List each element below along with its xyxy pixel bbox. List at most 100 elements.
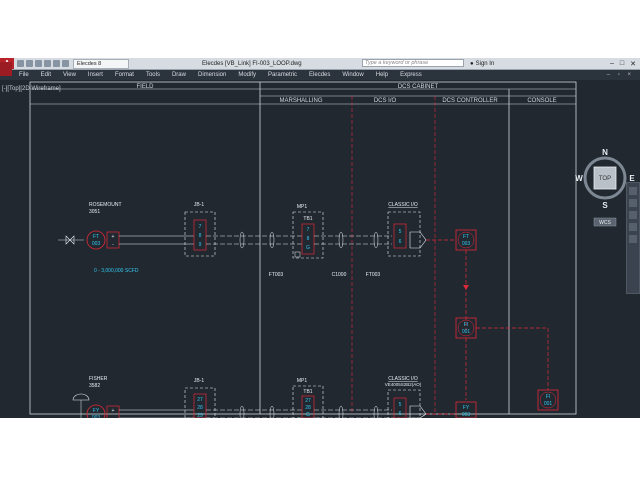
menu-draw[interactable]: Draw	[172, 72, 186, 78]
header-dcs-cabinet: DCS CABINET	[398, 84, 439, 90]
navigation-bar[interactable]	[626, 182, 640, 294]
menu-file[interactable]: File	[19, 72, 29, 78]
menu-bar: File Edit View Insert Format Tools Draw …	[0, 70, 640, 80]
loop-fy003: FISHER 3582 FY 003 + - JB-1 27 28 29 MP1	[73, 376, 558, 418]
showmotion-icon[interactable]	[629, 235, 637, 243]
menu-tools[interactable]: Tools	[146, 72, 160, 78]
console-letters: FI	[546, 394, 550, 400]
io-module-1	[410, 232, 426, 248]
cable-marker-2a	[240, 406, 244, 418]
actuator-icon	[73, 394, 89, 400]
sign-in-button[interactable]: ● Sign In	[470, 61, 494, 67]
compass-s[interactable]: S	[602, 201, 608, 210]
wire-minus-2: -	[112, 416, 114, 418]
console-block-fi001[interactable]	[538, 390, 558, 410]
menu-format[interactable]: Format	[115, 72, 134, 78]
document-window-controls[interactable]: – ▫ ×	[607, 72, 634, 78]
menu-help[interactable]: Help	[376, 72, 388, 78]
zoom-icon[interactable]	[629, 211, 637, 219]
controller-tag-letters-2: FY	[463, 405, 470, 411]
undo-icon[interactable]	[53, 60, 60, 67]
tb-term-2-1: 27	[305, 398, 311, 404]
tb-label-1: TB1	[303, 216, 312, 222]
menu-edit[interactable]: Edit	[41, 72, 51, 78]
tag-letters-2: FY	[93, 408, 100, 414]
drawing-canvas[interactable]: [-][Top][2D Wireframe] FIELD DCS CABINET…	[0, 80, 640, 418]
io-module-2	[410, 406, 426, 418]
tb-term-2-3: G	[306, 412, 310, 418]
cable-marker-2d	[374, 406, 378, 418]
menu-modify[interactable]: Modify	[238, 72, 256, 78]
tag-number-2: 003	[92, 415, 101, 418]
instrument-name-1: ROSEMOUNT	[89, 202, 122, 208]
io-term-1-2: 6	[399, 239, 402, 245]
tb-term-2-2: 28	[305, 405, 311, 411]
open-icon[interactable]	[26, 60, 33, 67]
menu-elecdes[interactable]: Elecdes	[309, 72, 330, 78]
range-1: 0 - 3,000,000 SCFD	[94, 268, 139, 274]
print-icon[interactable]	[44, 60, 51, 67]
mp-label-1: MP1	[297, 204, 308, 210]
jb-term-2-1: 27	[197, 397, 203, 403]
orbit-icon[interactable]	[629, 223, 637, 231]
viewcube-face-label: TOP	[599, 176, 611, 182]
header-dcs-io: DCS I/O	[374, 98, 397, 104]
compass-n[interactable]: N	[602, 148, 608, 157]
wire-plus-2: +	[112, 408, 115, 414]
compass-w[interactable]: W	[575, 174, 583, 183]
maximize-icon[interactable]: □	[620, 60, 624, 68]
cable-marker-2b	[270, 406, 274, 418]
cable-marker-1b	[270, 232, 274, 248]
cable-marker-1a	[240, 232, 244, 248]
jb-term-1-1: 7	[199, 224, 202, 230]
jb-term-1-3: 9	[199, 242, 202, 248]
cable-marker-1c	[339, 232, 343, 248]
menu-view[interactable]: View	[63, 72, 76, 78]
menu-dimension[interactable]: Dimension	[198, 72, 226, 78]
arrow-icon	[463, 285, 469, 290]
wire-minus-1: -	[112, 242, 114, 248]
io-card-1[interactable]	[388, 212, 420, 256]
tb-term-1-2: 8	[307, 236, 310, 242]
instrument-model-1: 3051	[89, 209, 100, 215]
menu-window[interactable]: Window	[342, 72, 363, 78]
steering-wheel-icon[interactable]	[629, 187, 637, 195]
window-title: Elecdes [VB_Link] FI-003_LOOP.dwg	[202, 61, 302, 67]
cable-tag-mp-1: FT003	[269, 272, 284, 278]
save-icon[interactable]	[35, 60, 42, 67]
quick-access-toolbar	[17, 60, 69, 67]
cable-tag-mid-1: C1000	[332, 272, 347, 278]
fi-number-1: 001	[462, 329, 471, 335]
tb-term-1-3: G	[306, 245, 310, 251]
tag-letters-1: FT	[93, 234, 99, 240]
controller-tag-letters-1: FT	[463, 234, 469, 240]
header-marshalling: MARSHALLING	[279, 98, 322, 104]
jb-label-1: JB-1	[194, 202, 205, 208]
jb-term-1-2: 8	[199, 233, 202, 239]
title-bar: A Elecdes 8 Elecdes [VB_Link] FI-003_LOO…	[0, 58, 640, 70]
fi-letters-1: FI	[464, 322, 468, 328]
new-icon[interactable]	[17, 60, 24, 67]
tag-number-1: 003	[92, 241, 101, 247]
console-number: 001	[544, 401, 553, 407]
user-icon: ●	[470, 61, 474, 67]
workspace-dropdown[interactable]: Elecdes 8	[73, 59, 129, 69]
ground-marker-1	[295, 252, 300, 257]
controller-block-ft003[interactable]	[456, 230, 476, 250]
header-field: FIELD	[136, 84, 154, 90]
menu-express[interactable]: Express	[400, 72, 422, 78]
minimize-icon[interactable]: –	[610, 60, 614, 68]
tb-term-1-1: 7	[307, 227, 310, 233]
pan-icon[interactable]	[629, 199, 637, 207]
redo-icon[interactable]	[62, 60, 69, 67]
menu-insert[interactable]: Insert	[88, 72, 103, 78]
jb-term-2-2: 28	[197, 405, 203, 411]
search-input[interactable]: Type a keyword or phrase	[362, 59, 464, 67]
menu-parametric[interactable]: Parametric	[268, 72, 297, 78]
instrument-model-2: 3582	[89, 383, 100, 389]
instrument-name-2: FISHER	[89, 376, 108, 382]
mp-label-2: MP1	[297, 378, 308, 384]
close-icon[interactable]: ✕	[630, 60, 636, 68]
tb-label-2: TB1	[303, 389, 312, 395]
